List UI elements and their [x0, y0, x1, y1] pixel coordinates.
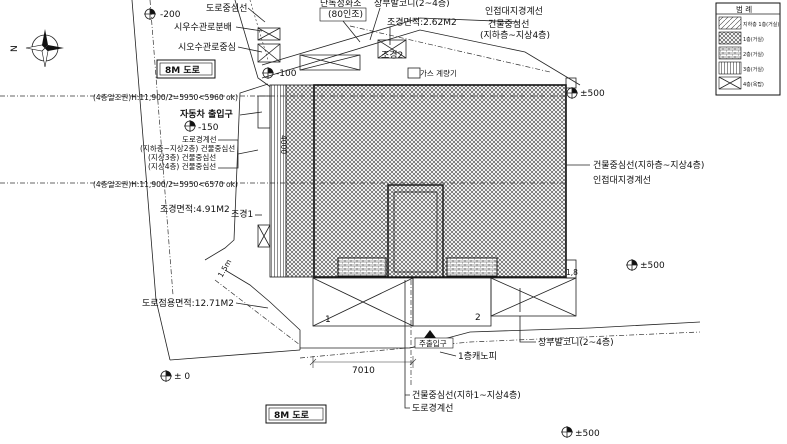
north-label: N	[10, 45, 20, 52]
septic-tank-sub-label: (80인조)	[328, 9, 363, 20]
elevation-marker-icon	[262, 67, 274, 79]
legend-item-1: 1층(거실)	[743, 36, 764, 43]
water-pipe-top-label: 시우수관로분배	[174, 22, 232, 33]
parking-bay-2-label: 2	[475, 313, 481, 323]
building-line-left-3-label: (지상4층) 건물중심선	[148, 161, 216, 171]
road-area-label: 도로점용면적:12.71M2	[142, 297, 234, 309]
landscape-area-left-label: 조경면적:4.91M2	[160, 203, 230, 215]
north-arrow-icon: N	[10, 29, 64, 68]
landscape-1-label: 조경1	[231, 208, 253, 220]
dimension-7010-label: 7010	[352, 366, 375, 376]
elevation-marker-icon	[566, 87, 578, 99]
elevation-marker-icon	[160, 370, 172, 382]
elevation-marker-icon	[626, 259, 638, 271]
road-bottom-label: 8M 도로	[274, 410, 310, 421]
landscape-2-label: 조경2	[381, 49, 403, 61]
adjacent-boundary-right-label: 인접대지경계선	[593, 174, 651, 186]
elev-top-minus200-label: -200	[160, 10, 181, 20]
building-line-right-label: 건물중심선(지하층~지상4층)	[593, 160, 704, 171]
height-limit-2-label: (4층일조권)H:11,900/2=5950<6570 ok)	[93, 180, 238, 189]
dimension-right-label: 1,8	[566, 268, 578, 277]
elev-top-minus100-label: -100	[276, 69, 297, 79]
building-line-top-label: 건물중심선	[488, 19, 529, 30]
elev-right-mid-label: ±500	[640, 261, 665, 271]
left-annex	[257, 95, 271, 248]
upper-balcony-bottom-label: 상부발코니(2~4층)	[538, 337, 614, 348]
adjacent-boundary-top-label: 인접대지경계선	[485, 5, 543, 17]
building-line-left-2-label: (지상3층) 건물중심선	[148, 152, 216, 162]
parking-area	[312, 277, 577, 327]
legend-title: 범 례	[736, 4, 752, 14]
elev-right-plus500-label: ±500	[580, 89, 605, 99]
parking-bay-1-label: 1	[325, 315, 331, 325]
water-pipe-center-label: 시오수관로중심	[178, 42, 236, 53]
gas-meter-label: 가스 계량기	[420, 68, 457, 78]
elev-left-minus150-label: -150	[198, 123, 219, 133]
building-line-left-1-label: (지하층~지상2층) 건물중심선	[140, 143, 235, 153]
dimension-7010	[309, 356, 417, 368]
elevation-marker-icon	[144, 8, 156, 20]
legend-item-3: 3층(거실)	[743, 66, 764, 73]
landscape-area-top-label: 조경면적:2.62M2	[387, 16, 457, 28]
building-line-bottom-label: 건물중심선(지하1~지상4층)	[412, 390, 521, 401]
dimension-gas-label: 1.5m	[216, 258, 233, 279]
first-floor-canopy-label: 1층캐노피	[458, 351, 497, 362]
vehicle-entry-label: 자동차 출입구	[180, 108, 233, 120]
pedestrian-entry-marker	[414, 330, 454, 349]
height-limit-1-label: (4층일조권)H:11,900/2=5950<5960 ok)	[93, 93, 238, 102]
legend-item-0: 지하층 1층(거실)	[743, 21, 779, 28]
elev-bottom-right-label: ±500	[575, 429, 600, 439]
road-lines	[131, 0, 701, 361]
septic-tank-label: 단독정화조	[320, 0, 361, 9]
road-boundary-bottom-label: 도로경계선	[412, 402, 453, 414]
road-boundary-left-label: 도로경계선	[182, 134, 217, 144]
pedestrian-entry-label: 주출입구	[419, 338, 447, 348]
road-top-label: 8M 도로	[165, 65, 201, 76]
upper-balcony-top-label: 상부발코니(2~4층)	[374, 0, 450, 9]
legend-item-4: 4층(옥탑)	[743, 81, 764, 88]
building-line-top-sub-label: (지하층~지상4층)	[480, 30, 550, 41]
dimension-vertical-label: 4000	[279, 135, 288, 154]
elevation-marker-icon	[561, 426, 573, 438]
road-box-bottom	[265, 404, 327, 424]
elevation-marker-icon	[184, 120, 196, 132]
legend-item-2: 2층(거실)	[743, 51, 764, 58]
building-footprint	[269, 77, 577, 279]
legend-box	[715, 2, 781, 96]
road-boundary-top-label: 도로중심선	[206, 3, 247, 14]
road-box-top	[156, 59, 216, 79]
top-annex	[257, 27, 421, 79]
elev-bottom-left-label: ± 0	[174, 372, 190, 382]
